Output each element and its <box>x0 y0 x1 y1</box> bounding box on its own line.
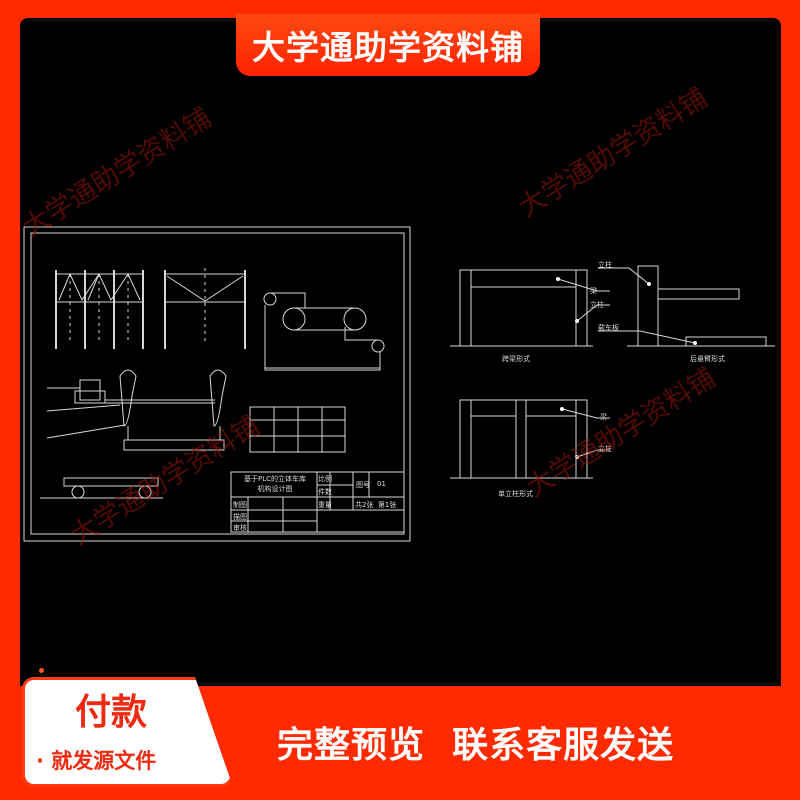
weight-label: 重量 <box>318 501 332 509</box>
title-line-2: 机构设计图 <box>257 485 293 493</box>
title-line-1: 基于PLC的立体车库 <box>243 475 306 483</box>
pay-title[interactable]: 付款 <box>74 692 147 733</box>
label-column-single: 立柱 <box>598 445 612 453</box>
decorative-dot <box>39 668 44 673</box>
caption-single-column: 单立柱形式 <box>498 490 533 498</box>
contact-cta: 完整预览 联系客服发送 <box>277 725 675 766</box>
drawing-no-label: 图号 <box>356 481 370 489</box>
pay-button[interactable] <box>22 677 233 787</box>
label-beam-single: 梁 <box>600 413 607 421</box>
title-block-title: 基于PLC的立体车库 机构设计图 <box>234 474 316 494</box>
caption-span-beam: 跨梁形式 <box>502 355 530 363</box>
shop-name: 大学通助学资料铺 <box>252 28 524 67</box>
drawing-no: 01 <box>377 480 386 488</box>
traced-by-label: 描图 <box>233 513 247 521</box>
label-beam-span: 梁 <box>590 287 597 295</box>
label-pallet-rear: 载车板 <box>598 324 619 332</box>
pay-subtitle: · 就发源文件 <box>36 749 157 773</box>
checked-by-label: 审核 <box>233 524 247 532</box>
caption-rear-cantilever: 后悬臂形式 <box>690 355 725 363</box>
label-column-rear: 立柱 <box>598 261 612 269</box>
cad-preview-canvas: 基于PLC的立体车库 机构设计图 比例 件数 重量 图号 01 共2张 第1张 … <box>20 18 781 686</box>
drawn-by-label: 制图 <box>233 501 247 509</box>
label-column-span: 立柱 <box>590 301 604 309</box>
sheet-info: 共2张 第1张 <box>355 501 397 509</box>
scale-label: 比例 <box>318 475 332 483</box>
cad-drawing <box>23 226 775 542</box>
shop-name-banner: 大学通助学资料铺 <box>236 14 540 76</box>
count-label: 件数 <box>318 488 332 496</box>
